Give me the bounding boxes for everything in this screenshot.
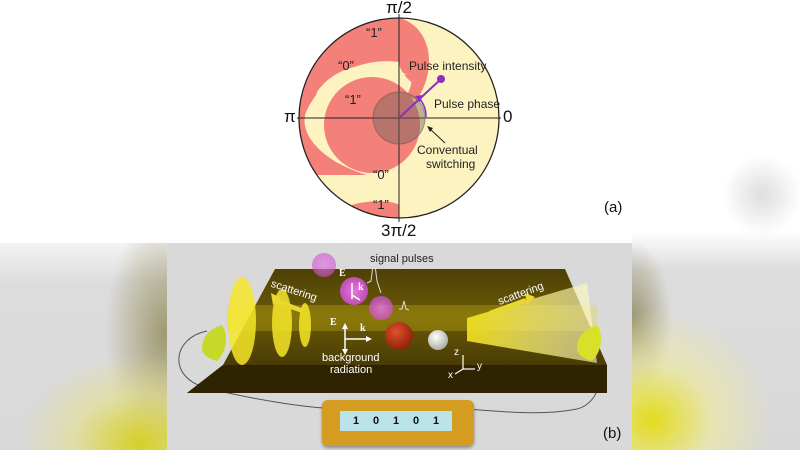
bit-1: 1 [352, 415, 360, 427]
region-label-1-top: “1” [366, 25, 382, 40]
region-label-1-bottom: “1” [373, 197, 389, 212]
phase-diagram-svg [297, 14, 501, 222]
axis-z-label: z [454, 347, 459, 358]
background-radiation-label-1: background [322, 352, 380, 364]
pulse-phase-label: Pulse phase [434, 97, 501, 111]
panel-b-tag: (b) [603, 425, 622, 442]
binary-readout-device: 1 0 1 0 1 [322, 400, 474, 446]
device-svg [178, 243, 607, 414]
axis-label-right: 0 [503, 107, 513, 126]
panel-a-tag: (a) [604, 199, 623, 216]
background-radiation-label-2: radiation [330, 364, 373, 376]
blurred-background-left [0, 243, 167, 450]
conventional-switching-label-2: switching [426, 157, 476, 171]
red-particle [385, 322, 413, 350]
axis-y-label: y [477, 361, 482, 372]
blurred-background-right [632, 0, 800, 450]
detector-right [577, 325, 602, 361]
scattered-beam-right [467, 283, 597, 363]
pulse-field-E-label: E [339, 268, 346, 279]
axis-label-left: π [284, 107, 296, 126]
background-field-E-label: E [330, 317, 337, 328]
signal-pulse-3 [369, 296, 393, 320]
signal-pulse-2 [340, 277, 368, 305]
bit-3: 1 [392, 415, 400, 427]
conventional-switching-label-1: Conventual [417, 143, 478, 157]
pulse-wave-k-label: k [358, 282, 364, 293]
white-particle [428, 330, 448, 350]
panel-a-phase-diagram: π/2 3π/2 π 0 “1” “0” “1” “0” “1” Pulse i… [167, 0, 632, 243]
pulse-endpoint [437, 75, 445, 83]
bit-4: 0 [412, 415, 420, 427]
detector-left [202, 325, 227, 361]
pulse-intensity-label: Pulse intensity [409, 59, 487, 73]
signal-pulse-1 [312, 253, 336, 277]
binary-readout-screen: 1 0 1 0 1 [340, 411, 452, 431]
region-label-1-inner: “1” [345, 92, 361, 107]
background-wave-k-label: k [360, 323, 366, 334]
axis-label-bottom: 3π/2 [381, 221, 417, 240]
axis-label-top: π/2 [386, 0, 412, 17]
bit-5: 1 [432, 415, 440, 427]
bit-2: 0 [372, 415, 380, 427]
region-label-0-lower: “0” [373, 167, 389, 182]
axis-x-label: x [448, 370, 453, 381]
signal-pulses-label: signal pulses [370, 253, 434, 265]
region-label-0-upper: “0” [338, 58, 354, 73]
